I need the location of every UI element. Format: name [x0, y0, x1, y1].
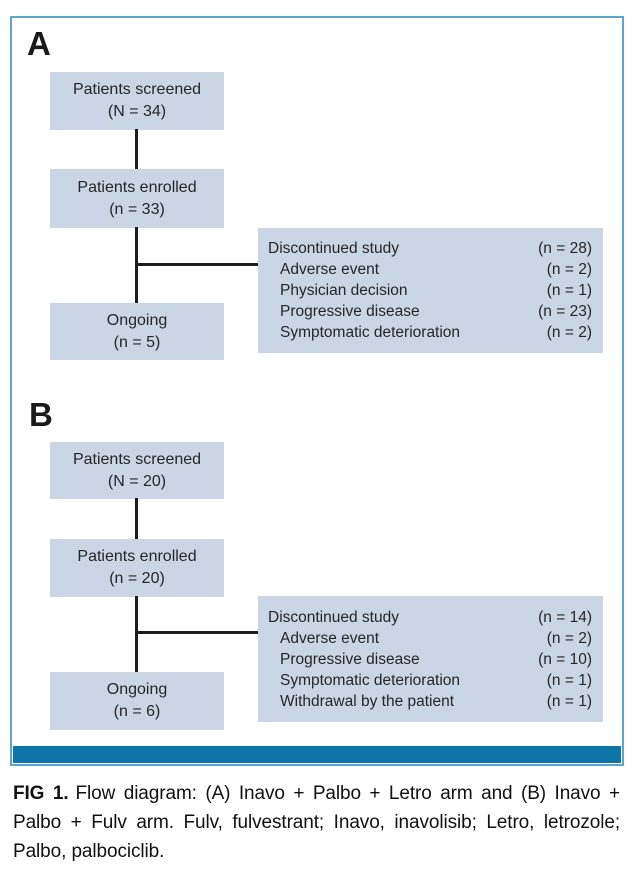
- discontinued-a-item: Adverse event (n = 2): [268, 259, 592, 280]
- panel-b-label: B: [29, 396, 53, 433]
- discontinued-b-item-count: (n = 10): [538, 650, 592, 668]
- discontinued-a-item-label: Symptomatic deterioration: [280, 324, 461, 341]
- box-a-patients-screened: Patients screened (N = 34): [50, 72, 224, 130]
- caption-fig-label: FIG 1.: [13, 783, 69, 804]
- box-a-screened-count: (N = 34): [107, 103, 167, 120]
- discontinued-a-item-count: (n = 1): [546, 282, 592, 299]
- connector-b-enrolled-ongoing: [135, 596, 138, 673]
- discontinued-b-item: Withdrawal by the patient (n = 1): [268, 691, 592, 712]
- discontinued-a-item-count: (n = 23): [538, 303, 592, 320]
- box-b-ongoing-line1: Ongoing: [106, 681, 168, 698]
- box-b-discontinued: Discontinued study (n = 14) Adverse even…: [258, 596, 603, 722]
- panel-a-label: A: [27, 25, 51, 62]
- box-b-enrolled-line1: Patients enrolled: [77, 548, 197, 565]
- discontinued-b-item-count: (n = 1): [546, 692, 592, 710]
- discontinued-a-total: (n = 28): [538, 240, 592, 257]
- figure-bottom-bar: [13, 746, 621, 763]
- discontinued-b-header: Discontinued study (n = 14): [268, 607, 592, 628]
- discontinued-b-title: Discontinued study: [268, 608, 399, 626]
- box-b-enrolled-count: (n = 20): [109, 570, 165, 587]
- discontinued-a-item: Progressive disease (n = 23): [268, 301, 592, 322]
- connector-a-branch-discontinued: [137, 263, 259, 266]
- connector-a-enrolled-ongoing: [135, 227, 138, 304]
- discontinued-b-item-count: (n = 1): [546, 671, 592, 689]
- discontinued-b-item-count: (n = 2): [546, 629, 592, 647]
- discontinued-b-item: Progressive disease (n = 10): [268, 649, 592, 670]
- discontinued-a-item-label: Physician decision: [280, 282, 408, 299]
- box-b-ongoing-count: (n = 6): [113, 703, 161, 720]
- discontinued-a-item: Symptomatic deterioration (n = 2): [268, 322, 592, 343]
- box-a-enrolled-line1: Patients enrolled: [77, 178, 197, 196]
- discontinued-b-item: Symptomatic deterioration (n = 1): [268, 670, 592, 691]
- discontinued-b-total: (n = 14): [538, 608, 592, 626]
- discontinued-b-item-label: Progressive disease: [280, 650, 420, 668]
- discontinued-b-item-label: Withdrawal by the patient: [280, 692, 455, 710]
- box-b-patients-screened: Patients screened (N = 20): [50, 442, 224, 499]
- discontinued-a-item-label: Progressive disease: [280, 303, 420, 320]
- box-b-screened-line1: Patients screened: [72, 450, 202, 468]
- discontinued-a-item-count: (n = 2): [546, 261, 592, 278]
- box-b-ongoing: Ongoing (n = 6): [50, 672, 224, 730]
- discontinued-b-item: Adverse event (n = 2): [268, 628, 592, 649]
- discontinued-a-header: Discontinued study (n = 28): [268, 238, 592, 259]
- box-a-patients-enrolled: Patients enrolled (n = 33): [50, 169, 224, 228]
- discontinued-b-item-label: Adverse event: [280, 629, 380, 647]
- caption-text: Flow diagram: (A) Inavo + Palbo + Letro …: [13, 783, 620, 862]
- box-b-patients-enrolled: Patients enrolled (n = 20): [50, 539, 224, 597]
- box-a-ongoing-line1: Ongoing: [106, 311, 168, 329]
- figure-caption: FIG 1.Flow diagram: (A) Inavo + Palbo + …: [13, 779, 620, 866]
- connector-a-screened-enrolled: [135, 129, 138, 170]
- discontinued-a-title: Discontinued study: [268, 240, 399, 257]
- box-a-ongoing-count: (n = 5): [113, 333, 161, 351]
- discontinued-a-item-label: Adverse event: [280, 261, 380, 278]
- connector-b-branch-discontinued: [137, 631, 259, 634]
- box-a-ongoing: Ongoing (n = 5): [50, 303, 224, 360]
- box-a-discontinued: Discontinued study (n = 28) Adverse even…: [258, 228, 603, 353]
- box-a-enrolled-count: (n = 33): [109, 200, 165, 218]
- box-a-screened-line1: Patients screened: [72, 81, 202, 98]
- discontinued-a-item-count: (n = 2): [546, 324, 592, 341]
- discontinued-a-item: Physician decision (n = 1): [268, 280, 592, 301]
- connector-b-screened-enrolled: [135, 498, 138, 540]
- box-b-screened-count: (N = 20): [107, 472, 167, 490]
- discontinued-b-item-label: Symptomatic deterioration: [280, 671, 461, 689]
